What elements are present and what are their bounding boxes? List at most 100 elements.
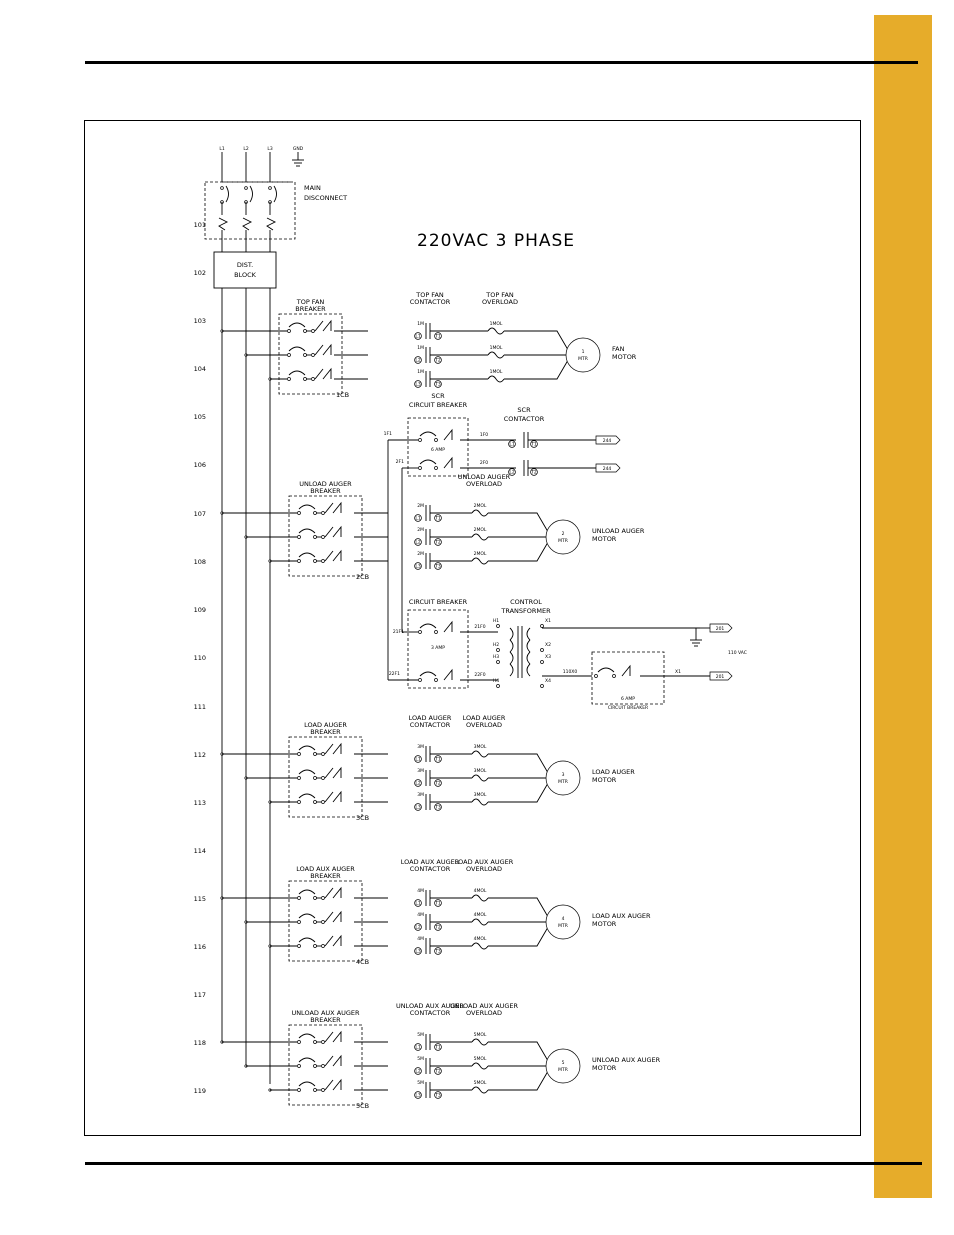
terminal-t bbox=[434, 923, 442, 931]
breaker-arc bbox=[419, 459, 437, 465]
overload-title: LOAD AUGER bbox=[463, 714, 506, 722]
terminal bbox=[418, 678, 422, 682]
overload-label: 4MOL bbox=[474, 912, 487, 918]
fuse-zigzag bbox=[266, 217, 277, 231]
breaker-contact bbox=[332, 742, 342, 755]
terminal-t bbox=[434, 899, 442, 907]
terminal-l-label: L3 bbox=[415, 805, 421, 811]
overload-label: 1MOL bbox=[490, 369, 503, 375]
coil-label: 4M bbox=[417, 888, 424, 894]
breaker-arc bbox=[288, 346, 306, 352]
terminal-l bbox=[414, 1043, 422, 1051]
switch-arc bbox=[225, 185, 229, 203]
terminal-t bbox=[434, 332, 442, 340]
terminal-l bbox=[414, 899, 422, 907]
coil-label: 4M bbox=[417, 912, 424, 918]
overload-label: 5MOL bbox=[474, 1056, 487, 1062]
terminal-t bbox=[434, 380, 442, 388]
terminal-t-label: T2 bbox=[434, 925, 441, 931]
overload-label: 1MOL bbox=[490, 345, 503, 351]
main-disconnect-box bbox=[204, 181, 296, 240]
breaker-contact bbox=[324, 767, 334, 779]
overload-title: LOAD AUX AUGER bbox=[455, 858, 514, 866]
motor-label: UNLOAD AUGER bbox=[592, 527, 645, 535]
terminal bbox=[297, 776, 301, 780]
motor-mtr: MTR bbox=[558, 779, 568, 785]
motor-lead bbox=[488, 897, 552, 923]
secondary-coil bbox=[526, 639, 531, 653]
coil-label: 5M bbox=[417, 1032, 424, 1038]
terminal-l-label: L3 bbox=[415, 1093, 421, 1099]
motor-mtr: MTR bbox=[558, 923, 568, 929]
terminal-l-label: L1 bbox=[415, 901, 421, 907]
main-disconnect-label: DISCONNECT bbox=[304, 194, 347, 202]
dist-block bbox=[213, 251, 277, 289]
breaker-arc bbox=[298, 793, 316, 799]
x-label: X3 bbox=[545, 654, 551, 660]
motor-5-symbol bbox=[545, 1048, 581, 1084]
breaker-arc bbox=[298, 1081, 316, 1087]
fuse-zigzag bbox=[218, 217, 229, 231]
breaker-label: BREAKER bbox=[295, 305, 326, 313]
x-label: X1 bbox=[545, 618, 551, 624]
terminal-t-label: T1 bbox=[434, 516, 441, 522]
motor-lead bbox=[488, 753, 552, 779]
breaker-arc bbox=[298, 913, 316, 919]
breaker-box bbox=[288, 495, 363, 577]
breaker-arc bbox=[419, 431, 437, 437]
breaker-label: UNLOAD AUGER bbox=[299, 480, 352, 488]
terminal-l bbox=[414, 947, 422, 955]
motor-label: FAN bbox=[612, 345, 625, 353]
cb-label: 5CB bbox=[356, 1102, 369, 1110]
terminal bbox=[434, 438, 438, 442]
x1-out-label: X1 bbox=[675, 669, 681, 675]
terminal bbox=[418, 630, 422, 634]
overload-heater bbox=[471, 918, 489, 926]
breaker-arc bbox=[288, 322, 306, 328]
terminal-t bbox=[434, 1091, 442, 1099]
coil-label: 1M bbox=[417, 321, 424, 327]
control-breaker-label: CIRCUIT BREAKER bbox=[409, 598, 468, 606]
switch-arc bbox=[249, 185, 253, 203]
breaker-contact bbox=[332, 1078, 342, 1091]
coil-label: 3M bbox=[417, 744, 424, 750]
breaker-arc bbox=[298, 552, 316, 558]
control-cb2-box bbox=[591, 651, 665, 705]
terminal-l bbox=[508, 440, 516, 448]
motor-lead bbox=[488, 1041, 552, 1067]
supply-label: L3 bbox=[267, 146, 273, 152]
contactor-label: CONTACTOR bbox=[410, 721, 451, 729]
contactor-label: CONTACTOR bbox=[410, 298, 451, 306]
breaker-contact bbox=[332, 934, 342, 947]
terminal-l bbox=[414, 356, 422, 364]
cb-label: 2CB bbox=[356, 573, 369, 581]
breaker-contact bbox=[322, 343, 332, 356]
scr-breaker-label: SCR bbox=[431, 392, 445, 400]
terminal-t-label: T2 bbox=[434, 781, 441, 787]
xfmr-label: CONTROL bbox=[510, 598, 542, 606]
breaker-label: BREAKER bbox=[310, 728, 341, 736]
terminal-t-label: T1 bbox=[434, 757, 441, 763]
breaker-contact bbox=[621, 664, 631, 677]
h-label: H3 bbox=[493, 654, 499, 660]
motor-label: LOAD AUX AUGER bbox=[592, 912, 651, 920]
motor-number: 4 bbox=[562, 916, 565, 922]
terminal bbox=[297, 559, 301, 563]
xfmr-label: TRANSFORMER bbox=[500, 607, 551, 615]
rung-number: 110 bbox=[194, 654, 206, 662]
terminal-l-label: L3 bbox=[415, 382, 421, 388]
terminal bbox=[321, 776, 325, 780]
rung-number: 113 bbox=[194, 799, 206, 807]
overload-heater bbox=[471, 1062, 489, 1070]
primary-coil bbox=[509, 663, 514, 677]
rung-number: 104 bbox=[194, 365, 206, 373]
rung-number: 112 bbox=[194, 751, 206, 759]
terminal-t-label: T3 bbox=[434, 805, 441, 811]
breaker-box bbox=[288, 736, 363, 818]
diagram-title: 220VAC 3 PHASE bbox=[417, 231, 575, 251]
terminal bbox=[297, 535, 301, 539]
breaker-contact bbox=[314, 320, 324, 332]
cb2-rating: 6 AMP bbox=[621, 696, 635, 702]
terminal bbox=[287, 353, 291, 357]
